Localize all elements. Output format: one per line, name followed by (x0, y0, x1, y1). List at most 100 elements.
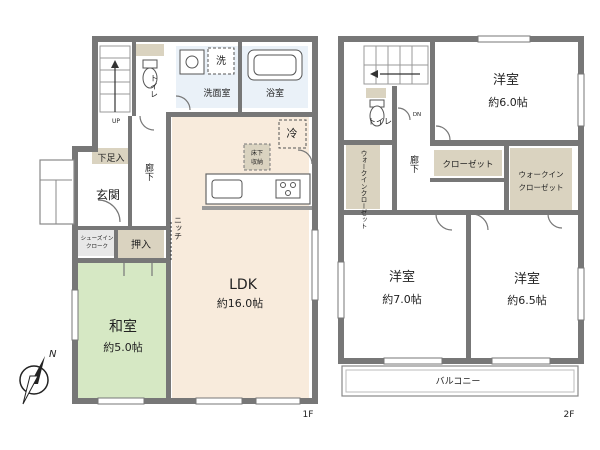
wall-top (92, 36, 316, 42)
ldk-name: LDK (229, 277, 258, 293)
washer-label: 洗 (216, 55, 226, 67)
toilet-shelf (136, 44, 164, 56)
washitsu-floor (78, 262, 166, 398)
compass-north-label: N (49, 349, 57, 360)
niche-label: ニッチ (174, 216, 183, 240)
shoes-in-cloak-label-2: クローク (86, 243, 108, 250)
closet-label: クローゼット (442, 159, 493, 170)
wall-left-upper (92, 36, 98, 148)
wall-bath-divider (238, 42, 242, 114)
shoes-in-cloak-label-1: シューズイン (81, 234, 114, 242)
kitchen-back-counter (202, 206, 312, 210)
wall-2f-bottom (338, 358, 584, 364)
wic-right-floor (510, 148, 572, 210)
underfloor-storage (243, 143, 271, 171)
door-swing (97, 199, 121, 223)
sliding-door (123, 262, 153, 276)
underfloor-storage-label-1: 床下 (251, 149, 263, 157)
wall-genkan-bottom (76, 226, 168, 230)
washbasin (179, 49, 205, 75)
compass-needle-south (22, 375, 39, 405)
door-swing (547, 213, 563, 229)
wic-left-floor (346, 145, 380, 209)
door-swing (139, 115, 155, 131)
wall-toilet-2f-bottom (342, 140, 396, 145)
toilet-2f-label: トイレ (368, 117, 392, 126)
balcony-label: バルコニー (436, 376, 481, 387)
yokushitsu-label: 浴室 (266, 87, 284, 99)
door-swing (471, 213, 489, 231)
floor2-label: 2F (564, 410, 575, 420)
window (491, 357, 551, 365)
burner (280, 182, 286, 188)
shimoashiire-floor (92, 148, 130, 164)
window (195, 397, 243, 405)
youshitsu-b-name: 洋室 (389, 269, 415, 285)
youshitsu-c-size: 約6.5帖 (507, 293, 547, 307)
window (255, 397, 301, 405)
balcony-inner (345, 369, 575, 393)
burner (285, 190, 291, 196)
shoes-in-cloak-floor (78, 230, 116, 256)
bathtub-inner (253, 54, 297, 76)
wall-2f-left (338, 36, 344, 364)
genkan-label: 玄関 (96, 187, 120, 202)
youshitsu-c-name: 洋室 (514, 271, 540, 287)
entrance-porch (39, 159, 75, 225)
compass: N (19, 349, 57, 405)
wall-ldk-left (166, 112, 171, 400)
ldk-floor (172, 116, 309, 400)
wall-youshitsu-b-top (342, 210, 466, 215)
wall-genkan-right (128, 116, 132, 226)
stairs-2f (363, 45, 429, 85)
toilet-2f-shelf (366, 88, 386, 98)
wall-entrance-step (72, 146, 98, 152)
washitsu-name: 和室 (109, 318, 137, 335)
first-floor: LDK 約16.0帖 和室 約5.0帖 玄関 下足入 シューズイン クローク 押… (39, 36, 319, 420)
window (337, 261, 345, 319)
stairs-dn-label: DN (413, 112, 421, 118)
stairs-up-label: UP (112, 118, 120, 125)
balcony (341, 365, 579, 397)
wall-toilet-right (132, 42, 136, 116)
toilet-fixture-1f (142, 59, 158, 89)
youshitsu-b-size: 約7.0帖 (382, 292, 422, 306)
kitchen-sink (211, 179, 243, 199)
wic-left-label: ウォークインクローゼット (359, 150, 367, 230)
wall-wic-right-left (504, 146, 509, 212)
underfloor-storage-label-2: 収納 (251, 158, 263, 166)
wall-left-lower (72, 146, 78, 404)
window (477, 35, 531, 43)
wall-2f-right (578, 36, 584, 364)
wall-youshitsu-a-left (430, 40, 435, 140)
door-swing (397, 107, 411, 121)
wall-right (312, 36, 318, 404)
oshiire-label: 押入 (131, 238, 151, 251)
bathtub (247, 49, 303, 81)
door-swing (435, 213, 453, 231)
wall-youshitsu-b-right (466, 210, 471, 360)
toilet-1f-label: トイレ (150, 74, 159, 98)
door-swing (175, 95, 191, 111)
wall-washitsu-top (76, 258, 168, 263)
window (577, 73, 585, 127)
fridge-label: 冷 (287, 127, 298, 140)
toilet-fixture-2f (369, 99, 385, 127)
wall-rouka-2f-left (392, 86, 397, 212)
wic-right-label-2: クローゼット (519, 182, 564, 192)
burner (290, 182, 296, 188)
youshitsu-a-size: 約6.0帖 (488, 95, 528, 109)
cooktop (275, 179, 301, 199)
wall-youshitsu-a-bottom (430, 140, 580, 146)
wall-oshiire-left (114, 230, 118, 260)
fridge-space (278, 119, 307, 149)
window (577, 267, 585, 321)
senmenshitsu-label: 洗面室 (203, 87, 230, 99)
youshitsu-a-name: 洋室 (493, 72, 519, 88)
floor1-label: 1F (303, 410, 314, 420)
wall-youshitsu-c-top (466, 210, 580, 215)
wall-closet-bottom (430, 178, 506, 182)
wic-right-label-1: ウォークイン (519, 170, 564, 179)
rouka-2f-label: 廊下 (408, 154, 419, 174)
